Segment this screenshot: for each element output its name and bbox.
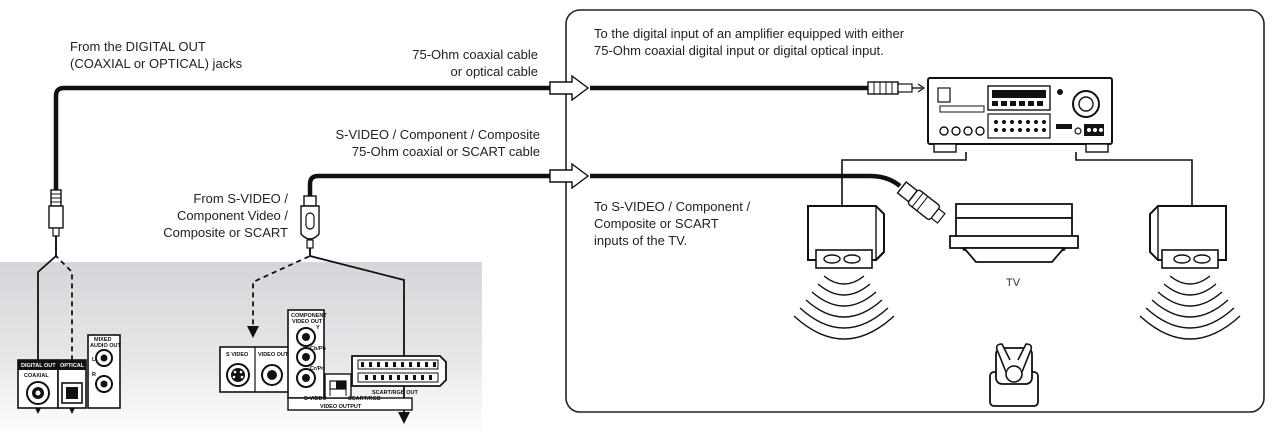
from-video-label: From S-VIDEO / Component Video / Composi… <box>163 191 288 240</box>
video-output-switch <box>287 373 413 411</box>
from-digital-out-label: From the DIGITAL OUT (COAXIAL or OPTICAL… <box>70 39 243 71</box>
destination-box <box>565 9 1265 413</box>
scart-rgb-out-label: SCART/RGB OUT <box>372 390 418 396</box>
digital-cable <box>53 85 550 190</box>
svideo-videoout-jacks <box>219 346 291 393</box>
right-speaker <box>1149 205 1227 269</box>
video-cable-arrow <box>549 162 590 190</box>
audio-r-label: R <box>92 372 96 378</box>
optical-label-header: OPTICAL <box>60 363 85 369</box>
mixed-label: MIXED <box>94 337 111 343</box>
amp-coax-plug <box>867 81 926 95</box>
coaxial-label: COAXIAL <box>24 373 49 379</box>
svideo-switch-label: S-VIDEO <box>304 396 327 402</box>
scart-connection-line <box>309 248 405 420</box>
tv-video-plug <box>896 181 946 224</box>
video-cable-label: S-VIDEO / Component / Composite 75-Ohm c… <box>335 127 540 159</box>
y-label: Y <box>316 325 320 331</box>
audio-l-label: L <box>92 357 96 363</box>
component-label-2: VIDEO OUT <box>292 319 323 325</box>
scart-connector <box>351 355 447 387</box>
cb-pb-label: Cb/Pb <box>310 346 327 352</box>
digital-out-label: DIGITAL OUT <box>21 363 56 369</box>
left-speaker-wire <box>841 152 967 206</box>
tv-label: TV <box>1006 277 1021 289</box>
mixed-audio-out-jacks <box>87 334 121 409</box>
video-cable-tv-side <box>590 173 902 188</box>
digital-out-jacks <box>17 359 87 409</box>
videoout-label: VIDEO OUT <box>258 352 289 358</box>
svideo-label: S VIDEO <box>226 352 249 358</box>
to-amplifier-label: To the digital input of an amplifier equ… <box>594 26 905 58</box>
left-speaker-sound-waves <box>793 275 895 340</box>
video-cable-plug <box>300 195 320 249</box>
amplifier <box>927 77 1113 153</box>
digital-cable-plug <box>48 189 64 237</box>
viewer-icon <box>989 343 1039 407</box>
right-speaker-sound-waves <box>1139 275 1241 340</box>
digital-cable-arrow <box>549 74 590 102</box>
scart-rgb-switch-label: SCART/RGB <box>348 396 381 402</box>
video-cable <box>307 173 550 196</box>
to-tv-label: To S-VIDEO / Component / Composite or SC… <box>594 199 751 248</box>
cr-pr-label: Cr/Pr <box>310 366 324 372</box>
component-video-jacks <box>287 309 325 399</box>
right-speaker-wire <box>1075 152 1193 206</box>
scart-connection-arrowhead <box>398 412 410 424</box>
video-output-label: VIDEO OUTPUT <box>320 404 362 410</box>
svideo-connection-arrowhead <box>247 326 259 338</box>
optical-connection-line <box>55 236 73 410</box>
component-label-1: COMPONENT <box>291 313 327 319</box>
audio-out-label: AUDIO OUT <box>90 343 122 349</box>
tv <box>949 203 1079 263</box>
left-speaker <box>807 205 885 269</box>
coax-cable-label: 75-Ohm coaxial cable or optical cable <box>412 47 538 79</box>
